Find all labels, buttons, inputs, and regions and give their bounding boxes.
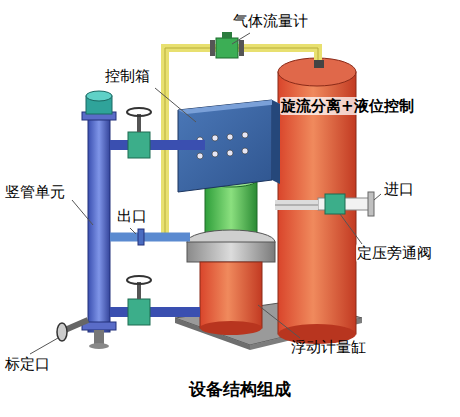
part-label: 标定口 [4, 355, 51, 373]
part-label: 竖管单元 [4, 183, 66, 201]
part-label: 浮动计量缸 [290, 338, 367, 356]
figure-caption: 设备结构组成 [188, 379, 292, 399]
part-label: 控制箱 [104, 67, 151, 85]
part-label: 进口 [383, 180, 415, 198]
part-label: 旋流分离+液位控制 [280, 97, 415, 115]
part-label: 出口 [116, 207, 148, 225]
part-label: 定压旁通阀 [356, 244, 433, 262]
leader-lines [30, 33, 381, 354]
part-label: 气体流量计 [232, 12, 309, 30]
